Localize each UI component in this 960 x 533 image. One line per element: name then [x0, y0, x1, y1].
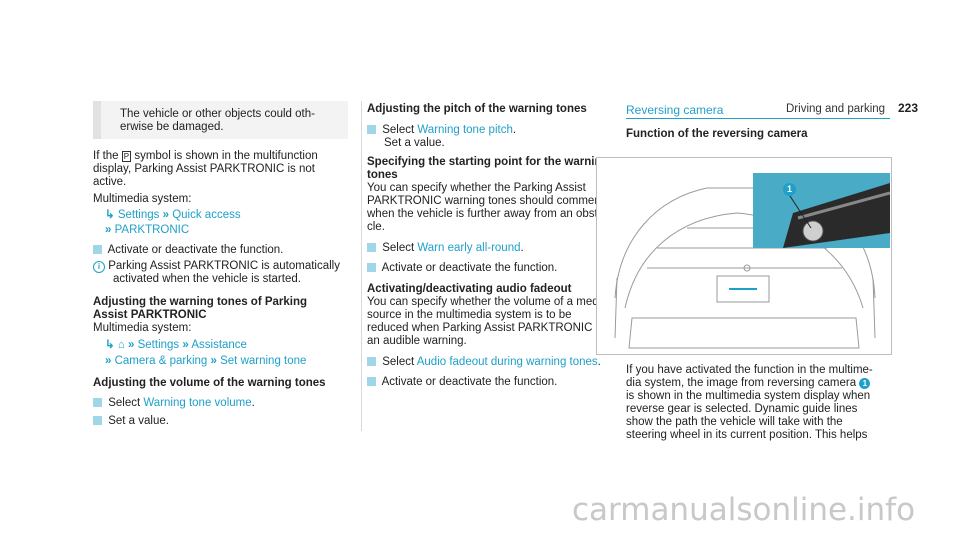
- step-marker-icon: [367, 357, 376, 366]
- menu-path-2b: » Camera & parking » Set warning tone: [105, 355, 306, 368]
- starting-point-text-2: PARKTRONIC warning tones should commence: [367, 195, 613, 207]
- camera-text-6: steering wheel in its current position. …: [626, 429, 868, 441]
- path-chevron-icon: »: [182, 339, 189, 351]
- step-select-warn-early: Select Warn early all-round.: [367, 242, 524, 255]
- park-paragraph-line-1: If the P symbol is shown in the multifun…: [93, 150, 318, 163]
- path-start-icon: ↳: [105, 339, 115, 351]
- step-marker-icon: [367, 377, 376, 386]
- path-set-warning-tone-link[interactable]: Set warning tone: [220, 355, 307, 367]
- warning-box-bar: [93, 101, 101, 139]
- step-marker-icon: [93, 416, 102, 425]
- watermark: carmanualsonline.info: [572, 492, 916, 528]
- starting-point-text-4: cle.: [367, 221, 385, 233]
- path-parktronic-link[interactable]: PARKTRONIC: [114, 224, 190, 236]
- camera-text-5: show the path the vehicle will take with…: [626, 416, 843, 428]
- inline-callout-badge: 1: [859, 378, 871, 389]
- heading-function-camera: Function of the reversing camera: [626, 128, 808, 140]
- starting-point-text-1: You can specify whether the Parking Assi…: [367, 182, 586, 194]
- camera-closeup-drawing: [783, 183, 891, 248]
- home-icon[interactable]: ⌂: [117, 339, 125, 351]
- path-settings-link[interactable]: Settings: [117, 209, 160, 221]
- heading-starting-point-1: Specifying the starting point for the wa…: [367, 156, 609, 168]
- heading-audio-fadeout: Activating/deactivating audio fadeout: [367, 283, 572, 295]
- warn-early-link[interactable]: Warn early all-round: [417, 242, 521, 254]
- menu-path-2: ↳ ⌂ » Settings » Assistance: [105, 339, 247, 352]
- path-chevron-icon: »: [210, 355, 217, 367]
- info-line-1: i Parking Assist PARKTRONIC is automatic…: [93, 260, 340, 273]
- warning-tone-volume-link[interactable]: Warning tone volume: [143, 397, 252, 409]
- step-activate: Activate or deactivate the function.: [93, 244, 283, 257]
- multimedia-label: Multimedia system:: [93, 193, 192, 205]
- park-paragraph-start: If the: [93, 150, 119, 162]
- path-settings-link[interactable]: Settings: [137, 339, 180, 351]
- path-chevron-icon: »: [105, 355, 112, 367]
- step-marker-icon: [93, 245, 102, 254]
- step-select-volume: Select Warning tone volume.: [93, 397, 255, 410]
- step-marker-icon: [367, 125, 376, 134]
- step-activate-3: Activate or deactivate the function.: [367, 376, 557, 389]
- callout-badge: 1: [783, 183, 796, 196]
- car-rear-drawing: [614, 187, 876, 349]
- heading-volume: Adjusting the volume of the warning tone…: [93, 377, 326, 389]
- heading-warning-tones-1: Adjusting the warning tones of Parking: [93, 296, 308, 308]
- camera-text-4: reverse gear is selected. Dynamic guide …: [626, 403, 858, 415]
- warning-text-1: The vehicle or other objects could oth-: [120, 108, 315, 120]
- menu-path-1b: » PARKTRONIC: [105, 224, 189, 237]
- path-quick-access-link[interactable]: Quick access: [172, 209, 241, 221]
- section-rule: [626, 118, 890, 119]
- audio-fadeout-text-3: reduced when Parking Assist PARKTRONIC g…: [367, 322, 623, 334]
- column-divider-1: [361, 101, 362, 431]
- step-select-pitch: Select Warning tone pitch.: [367, 124, 516, 137]
- step-select-audio-fadeout: Select Audio fadeout during warning tone…: [367, 356, 601, 369]
- audio-fadeout-link[interactable]: Audio fadeout during warning tones: [416, 356, 598, 368]
- camera-text-2: dia system, the image from reversing cam…: [626, 377, 871, 390]
- path-camera-parking-link[interactable]: Camera & parking: [114, 355, 208, 367]
- heading-starting-point-2: tones: [367, 169, 398, 181]
- park-paragraph-line-2: display, Parking Assist PARKTRONIC is no…: [93, 163, 315, 175]
- audio-fadeout-text-2: source in the multimedia system is to be: [367, 309, 572, 321]
- step-marker-icon: [367, 243, 376, 252]
- step-activate-2: Activate or deactivate the function.: [367, 262, 557, 275]
- park-paragraph-line-3: active.: [93, 176, 127, 188]
- pitch-set-value: Set a value.: [384, 137, 445, 149]
- step-marker-icon: [367, 263, 376, 272]
- page-number: 223: [898, 101, 919, 115]
- info-icon: i: [93, 261, 105, 273]
- park-paragraph-end: symbol is shown in the multifunction: [134, 150, 318, 162]
- warning-text-2: erwise be damaged.: [120, 121, 224, 133]
- audio-fadeout-text-4: an audible warning.: [367, 335, 467, 347]
- path-chevron-icon: »: [128, 339, 135, 351]
- camera-text-3: is shown in the multimedia system displa…: [626, 390, 871, 402]
- path-start-icon: ↳: [105, 209, 115, 221]
- warning-box: [93, 101, 348, 139]
- menu-path-1: ↳ Settings » Quick access: [105, 209, 241, 222]
- camera-closeup-inset: [753, 173, 891, 248]
- path-chevron-icon: »: [162, 209, 170, 221]
- starting-point-text-3: when the vehicle is further away from an…: [367, 208, 608, 220]
- path-chevron-icon: »: [105, 224, 112, 236]
- heading-warning-tones-2: Assist PARKTRONIC: [93, 309, 207, 321]
- header-section: Driving and parking: [786, 103, 886, 115]
- heading-pitch: Adjusting the pitch of the warning tones: [367, 103, 587, 115]
- section-title: Reversing camera: [626, 103, 724, 117]
- parking-off-icon: P: [121, 151, 132, 162]
- camera-text-1: If you have activated the function in th…: [626, 364, 873, 376]
- warning-tone-pitch-link[interactable]: Warning tone pitch: [417, 124, 513, 136]
- step-set-value: Set a value.: [93, 415, 169, 428]
- multimedia-label-2: Multimedia system:: [93, 322, 192, 334]
- info-line-2: activated when the vehicle is started.: [113, 273, 301, 285]
- audio-fadeout-text-1: You can specify whether the volume of a …: [367, 296, 608, 308]
- path-assistance-link[interactable]: Assistance: [191, 339, 247, 351]
- step-marker-icon: [93, 398, 102, 407]
